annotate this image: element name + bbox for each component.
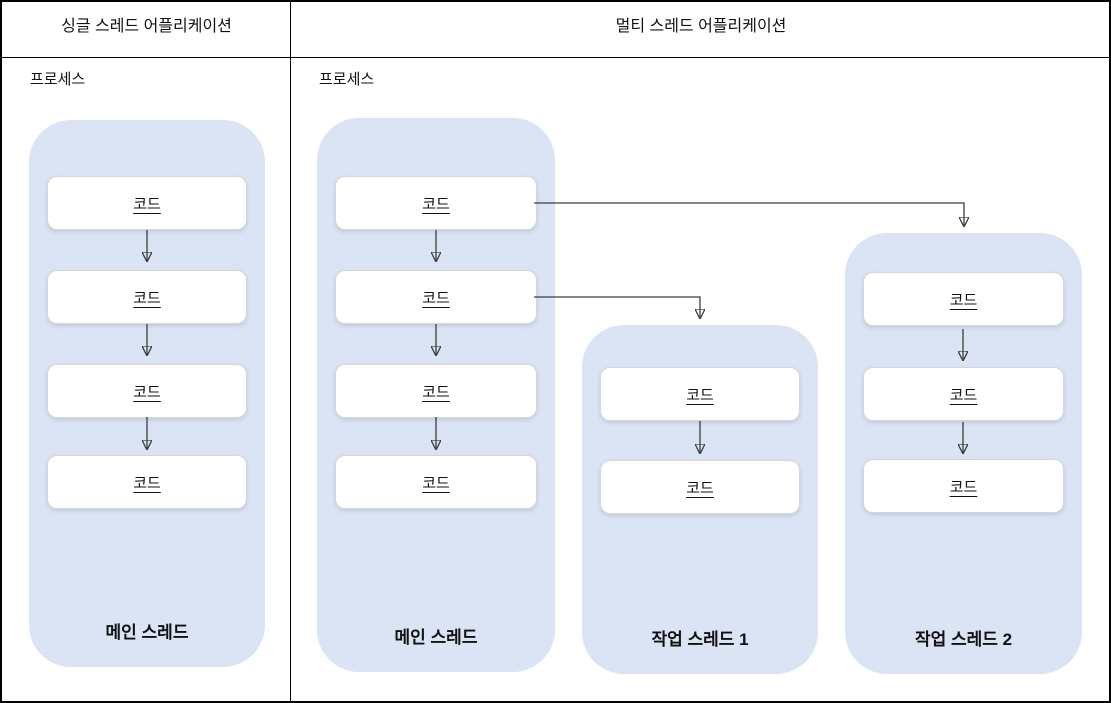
- code-box-label: 코드: [133, 383, 161, 401]
- thread-label-main-single: 메인 스레드: [105, 623, 189, 642]
- code-box: 코드: [600, 460, 800, 514]
- code-box: 코드: [335, 270, 537, 324]
- header-separator-line: [2, 57, 1109, 58]
- code-box-label: 코드: [949, 386, 978, 404]
- process-label-single: 프로세스: [30, 71, 86, 88]
- arrow-main-to-worker1: [534, 296, 700, 317]
- code-box-label: 코드: [686, 479, 714, 497]
- thread-container-worker1: 코드 코드 작업 스레드 1: [582, 325, 818, 674]
- code-box: 코드: [47, 455, 247, 509]
- code-box-label: 코드: [133, 474, 161, 492]
- arrow-main-to-worker2: [534, 202, 964, 225]
- code-box: 코드: [47, 364, 247, 418]
- code-box: 코드: [863, 272, 1064, 326]
- code-box-label: 코드: [949, 478, 978, 496]
- process-label-multi: 프로세스: [319, 71, 375, 88]
- code-box-label: 코드: [949, 291, 978, 309]
- thread-label-main-multi: 메인 스레드: [394, 628, 478, 647]
- thread-label-worker1: 작업 스레드 1: [651, 630, 749, 649]
- thread-container-worker2: 코드 코드 코드 작업 스레드 2: [845, 233, 1082, 674]
- code-box: 코드: [600, 367, 800, 421]
- single-thread-panel-title: 싱글 스레드 어플리케이션: [61, 18, 232, 35]
- code-box-label: 코드: [422, 289, 450, 307]
- code-box-label: 코드: [422, 474, 450, 492]
- thread-container-multi-main: 코드 코드 코드 코드 메인 스레드: [317, 118, 555, 672]
- code-box-label: 코드: [422, 195, 450, 213]
- code-box: 코드: [47, 270, 247, 324]
- code-box-label: 코드: [686, 386, 714, 404]
- code-box: 코드: [335, 364, 537, 418]
- code-box: 코드: [47, 176, 247, 230]
- thread-container-single-main: 코드 코드 코드 코드 메인 스레드: [29, 120, 265, 667]
- thread-label-worker2: 작업 스레드 2: [914, 630, 1013, 649]
- code-box: 코드: [335, 176, 537, 230]
- code-box: 코드: [863, 459, 1064, 513]
- code-box-label: 코드: [133, 195, 161, 213]
- code-box: 코드: [863, 367, 1064, 421]
- code-box-label: 코드: [422, 383, 450, 401]
- code-box: 코드: [335, 455, 537, 509]
- panel-divider-line: [290, 2, 291, 701]
- multi-thread-panel-title: 멀티 스레드 어플리케이션: [615, 18, 787, 35]
- code-box-label: 코드: [133, 289, 161, 307]
